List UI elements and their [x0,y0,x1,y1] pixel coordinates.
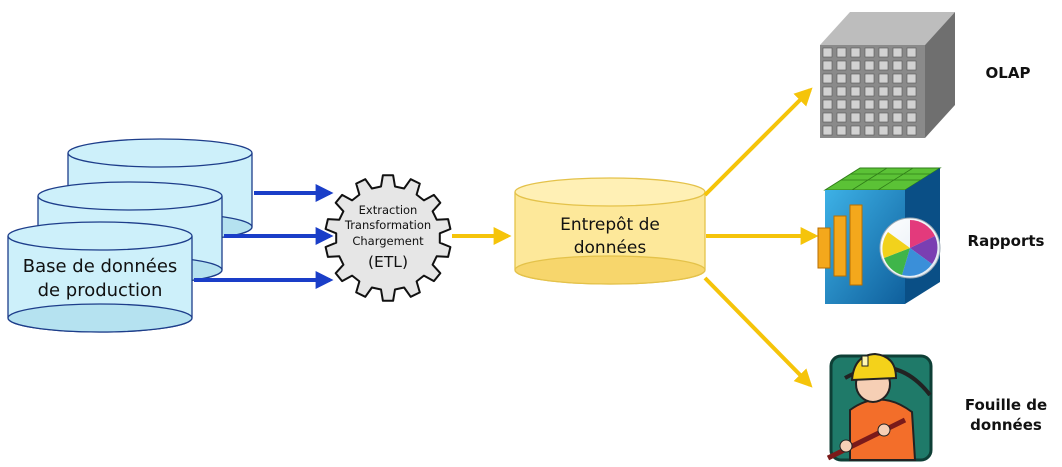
olap-cube-cell [892,86,903,97]
olap-label: OLAP [986,64,1031,82]
olap-cube-cell [822,73,833,84]
etl-line3: Chargement [352,234,424,248]
olap-cube-cell [836,99,847,110]
olap-cube-cell [850,60,861,71]
olap-cube-cell [836,73,847,84]
gear-icon [324,174,452,302]
olap-cube-cell [864,99,875,110]
source-databases: Base de données de production [7,138,253,333]
olap-cube-cell [906,60,917,71]
olap-cube-cell [836,112,847,123]
olap-cube-cell [892,112,903,123]
olap-cube-cell [836,125,847,136]
olap-cube-cell [906,47,917,58]
olap-cube-cell [892,125,903,136]
miner-icon [826,352,933,462]
warehouse-label-line2: données [574,238,647,258]
mining-label-line2: données [970,416,1042,434]
olap-cube-cell [878,99,889,110]
database-cylinder-front [7,221,193,333]
olap-cube-cell [878,73,889,84]
olap-cube-cell [892,73,903,84]
olap-cube-cell [836,47,847,58]
olap-cube-cell [878,86,889,97]
olap-cube-cell [864,125,875,136]
olap-cube-cell [892,47,903,58]
olap-cube-cell [878,112,889,123]
gold-arrow-to-olap [703,87,813,197]
olap-cube-cell [850,125,861,136]
olap-cube-cell [878,125,889,136]
olap-cube-cell [906,86,917,97]
olap-cube-cell [850,99,861,110]
olap-cube-cell [864,86,875,97]
olap-cube-cell [850,73,861,84]
olap-cube-cell [822,112,833,123]
olap-cube-cell [822,47,833,58]
etl-gear: Extraction Transformation Chargement (ET… [324,174,452,302]
olap-cube-cell [878,47,889,58]
olap-cube-cell [822,99,833,110]
source-to-etl-arrows [194,184,334,289]
olap-cube-cell [822,60,833,71]
olap-cube-cell [864,112,875,123]
source-label-line1: Base de données [23,256,178,277]
olap-cube-cell [892,60,903,71]
etl-line2: Transformation [344,218,431,232]
olap-cube-cell [906,99,917,110]
mining-label-line1: Fouille de [965,396,1047,414]
olap-cube-cell [850,86,861,97]
gold-arrow-to-mining [703,276,813,388]
data-warehouse: Entrepôt de données [514,177,706,285]
olap-cube-cell [864,73,875,84]
olap-cube-cell [822,125,833,136]
etl-line4: (ETL) [368,253,408,271]
olap-cube-cell [836,60,847,71]
olap-cube-cell [864,60,875,71]
reports-label: Rapports [968,232,1045,250]
source-label-line2: de production [38,280,163,301]
olap-cube-cell [906,112,917,123]
olap-cube-cell [822,86,833,97]
olap-cube-cell [864,47,875,58]
warehouse-label-line1: Entrepôt de [560,215,660,235]
olap-cube-cell [850,112,861,123]
olap-cube-cell [906,125,917,136]
olap-cube-cell [836,86,847,97]
reports-chart-icon [817,167,942,304]
olap-cube-cell [850,47,861,58]
olap-cube-cell [906,73,917,84]
olap-cube-cell [892,99,903,110]
olap-cube-cell [878,60,889,71]
olap-cube-icon [820,12,955,138]
etl-line1: Extraction [359,203,418,217]
warehouse-to-outputs-arrows [703,87,819,388]
olap-cube-cells [822,47,917,136]
